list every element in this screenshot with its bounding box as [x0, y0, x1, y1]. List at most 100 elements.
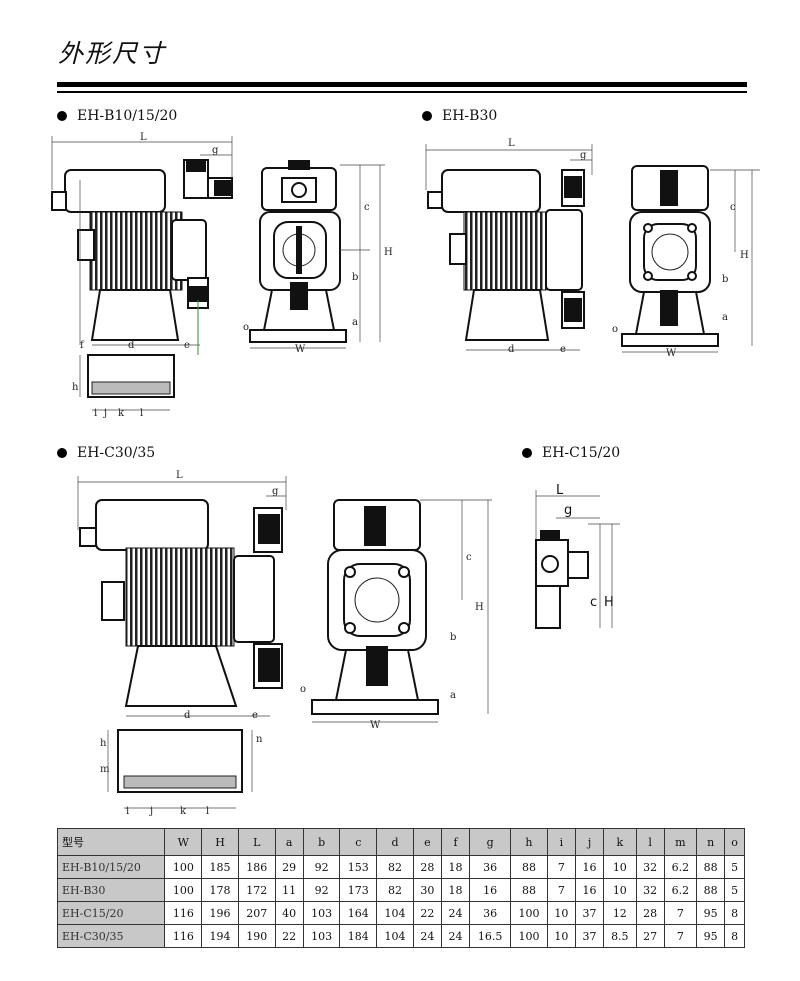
table-cell-model: EH-B10/15/20	[56, 855, 166, 879]
table-cell: 95	[696, 901, 726, 925]
table-cell: 92	[302, 855, 341, 879]
section-eh-c30: EH-C30/35	[57, 445, 155, 461]
title-rule-thin	[57, 91, 747, 93]
dim-label-d: d	[184, 710, 191, 721]
bullet-icon	[522, 448, 532, 458]
table-cell: 100	[510, 901, 548, 925]
table-cell-model: EH-C30/35	[56, 924, 166, 948]
table-cell: 5	[724, 855, 745, 879]
dim-label-i: i	[126, 806, 129, 817]
table-cell: 103	[302, 924, 341, 948]
table-cell: 7	[546, 855, 576, 879]
table-header-cell: o	[724, 828, 745, 856]
table-cell: 18	[440, 878, 471, 902]
table-cell: 184	[339, 924, 378, 948]
dim-label-b: b	[352, 272, 358, 283]
dim-label-g: g	[564, 503, 572, 518]
table-cell: 92	[302, 878, 341, 902]
eh-c30-side-view: L g d e	[77, 470, 287, 721]
dim-label-f: f	[80, 340, 85, 351]
dim-label-e: e	[184, 340, 190, 351]
table-header-row: 型号 W H L a b c d e f g h i j k l m n o	[56, 828, 745, 856]
eh-b10-front-view: W c H b a o	[243, 160, 393, 355]
dim-label-hh: H	[384, 247, 393, 258]
table-header-cell: m	[663, 828, 698, 856]
table-cell: 22	[412, 901, 442, 925]
table-cell: 10	[603, 878, 637, 902]
table-cell: 11	[274, 878, 304, 902]
table-cell: 29	[274, 855, 304, 879]
table-cell: 207	[237, 901, 276, 925]
dim-label-b: b	[722, 274, 728, 285]
table-cell: 100	[164, 878, 203, 902]
table-header-cell: W	[164, 828, 203, 856]
table-header-cell: e	[412, 828, 442, 856]
title-rule-thick	[57, 82, 747, 87]
table-cell: 24	[412, 924, 442, 948]
section-eh-c15: EH-C15/20	[522, 445, 620, 461]
dim-label-l: L	[176, 470, 183, 481]
table-header-cell: l	[635, 828, 665, 856]
table-header-cell: 型号	[56, 828, 166, 856]
table-cell: 173	[339, 878, 378, 902]
table-header-cell: h	[510, 828, 548, 856]
dim-label-d: d	[128, 340, 135, 351]
dim-label-l: L	[508, 138, 515, 149]
dim-label-i: i	[94, 408, 97, 419]
table-header-cell: k	[603, 828, 637, 856]
dim-label-hh: H	[740, 250, 749, 261]
dim-label-o: o	[243, 322, 249, 333]
section-eh-b10: EH-B10/15/20	[57, 108, 177, 124]
table-cell: 103	[302, 901, 341, 925]
table-cell: 104	[376, 901, 414, 925]
dim-label-c: c	[590, 595, 597, 610]
table-cell: 172	[237, 878, 276, 902]
table-cell: 6.2	[663, 855, 698, 879]
table-cell: 24	[440, 901, 471, 925]
dim-label-hh: H	[604, 595, 614, 610]
dim-label-g: g	[212, 145, 219, 156]
bullet-icon	[57, 448, 67, 458]
dim-label-a: a	[352, 317, 358, 328]
dim-label-j: j	[103, 408, 107, 419]
table-cell: 8	[724, 924, 745, 948]
bullet-icon	[57, 111, 67, 121]
table-cell: 10	[546, 924, 576, 948]
dim-label-c: c	[466, 552, 472, 563]
table-cell: 16.5	[469, 924, 512, 948]
dim-label-o: o	[300, 684, 306, 695]
section-eh-b30: EH-B30	[422, 108, 497, 124]
table-cell: 36	[469, 855, 512, 879]
table-cell: 28	[412, 855, 442, 879]
table-cell: 88	[696, 855, 726, 879]
table-cell: 12	[603, 901, 637, 925]
eh-c15-partial-view: L g c H	[535, 483, 620, 629]
page-title: 外形尺寸	[58, 39, 167, 68]
dim-label-l: L	[556, 483, 564, 498]
eh-b10-bottom-view: h i j k l	[72, 354, 175, 419]
table-cell: 8.5	[603, 924, 637, 948]
table-cell: 7	[546, 878, 576, 902]
table-cell: 88	[696, 878, 726, 902]
table-header-cell: d	[376, 828, 414, 856]
dim-label-m: m	[100, 764, 110, 775]
dim-label-l2: l	[140, 408, 143, 419]
dim-label-o: o	[612, 324, 618, 335]
table-cell: 6.2	[663, 878, 698, 902]
table-header-cell: c	[339, 828, 378, 856]
table-header-cell: n	[696, 828, 726, 856]
table-header-cell: f	[440, 828, 471, 856]
table-cell: 153	[339, 855, 378, 879]
table-cell: 95	[696, 924, 726, 948]
dim-label-l: L	[140, 132, 147, 143]
dim-label-b: b	[450, 632, 456, 643]
spec-table: 型号 W H L a b c d e f g h i j k l m n o E…	[56, 828, 745, 948]
table-header-cell: b	[302, 828, 341, 856]
table-cell: 36	[469, 901, 512, 925]
table-header-cell: a	[274, 828, 304, 856]
table-cell: 196	[201, 901, 239, 925]
dim-label-h: h	[100, 738, 107, 749]
